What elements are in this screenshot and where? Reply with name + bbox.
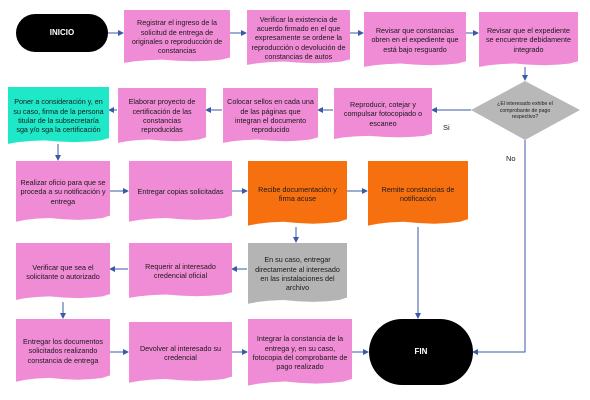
step-verificar-solicitante: Verificar que sea el solicitante o autor… (16, 243, 110, 300)
step-reproducir: Reproducir, cotejar y compulsar fotocopi… (334, 88, 432, 139)
decision-question: ¿El interesado exhibe el comprobante de … (497, 101, 553, 120)
step-entregar-documentos: Entregar los documentos solicitados real… (16, 319, 110, 382)
step-revisar-expediente: Revisar que el expediente se encuentre d… (479, 12, 578, 67)
step-remite-constancias: Remite constancias de notificación (368, 161, 468, 226)
step-en-su-caso-entregar: En su caso, entregar directamente al int… (248, 243, 347, 304)
step-realizar-oficio: Realizar oficio para que se proceda a su… (16, 161, 110, 222)
start-terminal: INICIO (16, 14, 108, 52)
step-revisar-constancias: Revisar que constancias obren en el expe… (364, 12, 466, 67)
step-recibe-documentacion: Recibe documentación y firma acuse (248, 161, 347, 226)
step-verificar-existencia: Verificar la existencia de acuerdo firma… (247, 10, 350, 65)
edge-decision-no-fin (472, 140, 526, 355)
decision-no-label: No (506, 154, 516, 163)
step-colocar-sellos: Colocar sellos en cada una de las página… (223, 88, 318, 143)
step-registrar: Registrar el ingreso de la solicitud de … (124, 10, 230, 63)
step-requerir-credencial: Requerir al interesado credencial oficia… (129, 243, 232, 298)
end-terminal: FIN (369, 319, 473, 385)
step-entregar-copias: Entregar copias solicitadas (129, 161, 232, 222)
step-integrar-constancia: Integrar la constancia de la entrega y, … (248, 319, 352, 386)
step-elaborar-proyecto: Elaborar proyecto de certificación de la… (118, 88, 206, 143)
step-devolver-credencial: Devolver al interesado su credencial (129, 322, 232, 383)
decision-yes-label: Si (443, 123, 450, 132)
step-poner-consideracion: Poner a consideración y, en su caso, fir… (8, 87, 109, 144)
